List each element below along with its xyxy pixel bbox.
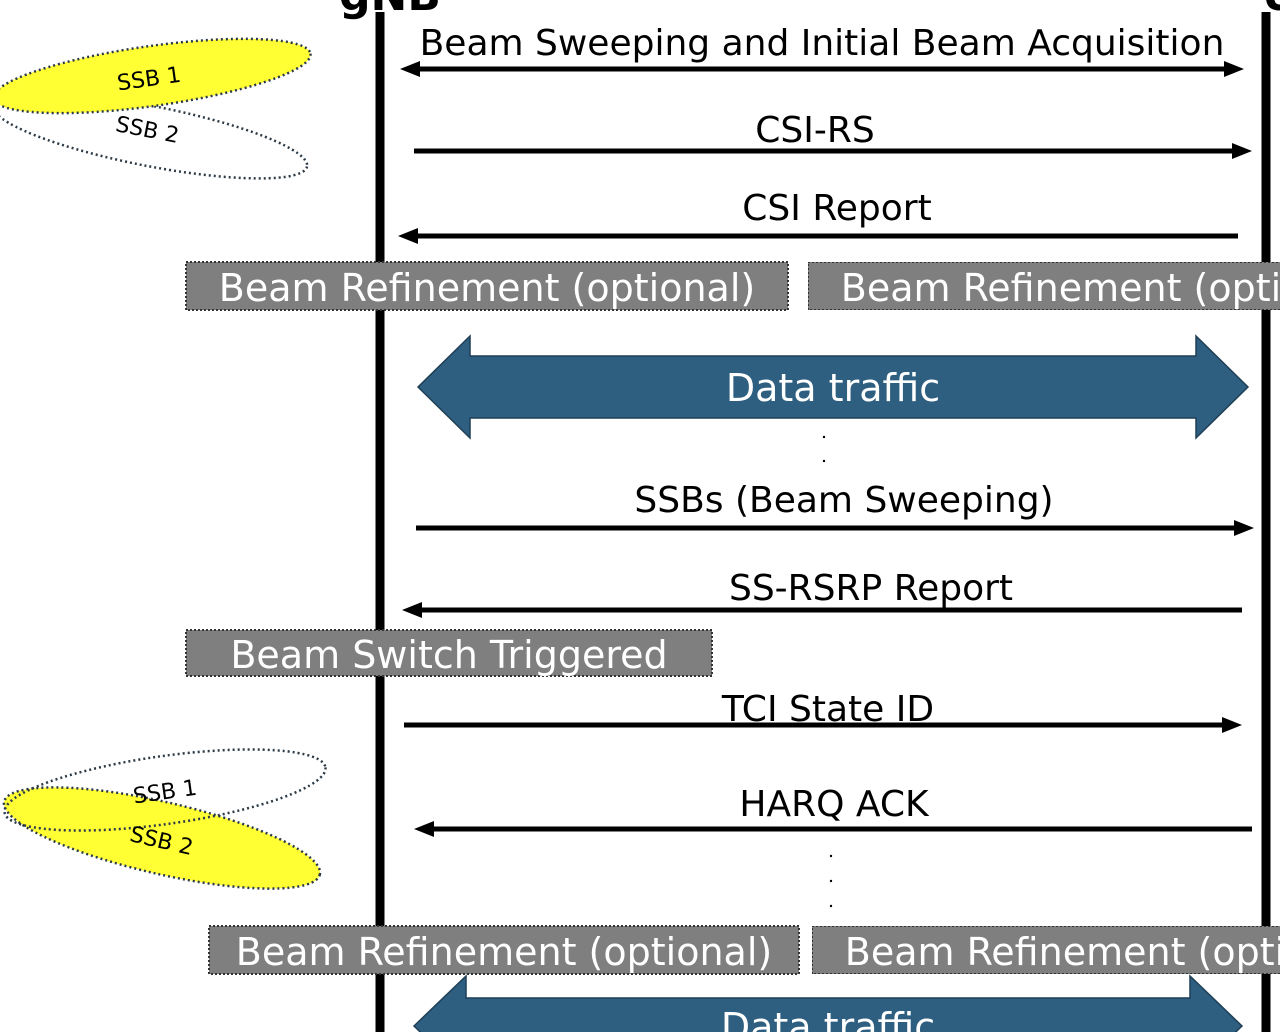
beam-refinement-label: Beam Refinement (optional) bbox=[845, 930, 1280, 974]
data-traffic-label: Data traffic bbox=[721, 1005, 935, 1032]
msg-csi-rs-arrow bbox=[414, 143, 1252, 159]
msg-ssbs-arrow bbox=[416, 520, 1254, 536]
ellipsis-dots bbox=[829, 854, 833, 908]
beam-refinement-box-ue: Beam Refinement (optional) bbox=[812, 926, 1280, 974]
beam-label-ssb1: SSB 1 bbox=[132, 776, 199, 810]
beam-refinement-box-gnb: Beam Refinement (optional) bbox=[185, 261, 789, 311]
beam-pair-top: SSB 1 SSB 2 bbox=[0, 37, 312, 180]
msg-ssrsrp-arrow bbox=[402, 602, 1242, 618]
msg-csi-report-arrow bbox=[398, 228, 1238, 244]
gnb-header: gNB bbox=[339, 0, 441, 21]
beam-refinement-label: Beam Refinement (optional) bbox=[236, 930, 772, 974]
msg-csi-report-label: CSI Report bbox=[742, 188, 931, 229]
data-traffic-label: Data traffic bbox=[726, 366, 940, 410]
msg-tci-arrow bbox=[404, 717, 1242, 733]
beam-refinement-label: Beam Refinement (optional) bbox=[219, 266, 755, 310]
ellipsis-dots bbox=[822, 435, 826, 463]
msg-csi-rs-label: CSI-RS bbox=[755, 110, 874, 151]
msg-harq-label: HARQ ACK bbox=[739, 784, 930, 825]
beam-refinement-box-ue: Beam Refinement (optional) bbox=[808, 262, 1280, 310]
msg-beam-sweeping-arrow bbox=[400, 61, 1244, 77]
msg-beam-sweeping-label: Beam Sweeping and Initial Beam Acquisiti… bbox=[420, 23, 1225, 64]
msg-harq-arrow bbox=[414, 821, 1252, 837]
beam-ssb1-inactive bbox=[3, 748, 327, 832]
beam-switch-label: Beam Switch Triggered bbox=[230, 633, 667, 677]
data-traffic-arrow: Data traffic bbox=[412, 974, 1244, 1032]
beam-switch-box: Beam Switch Triggered bbox=[185, 629, 713, 677]
beam-ssb1-active bbox=[0, 37, 312, 115]
msg-ssbs-label: SSBs (Beam Sweeping) bbox=[634, 480, 1053, 521]
beam-refinement-label: Beam Refinement (optional) bbox=[841, 266, 1280, 310]
data-traffic-arrow: Data traffic bbox=[416, 334, 1250, 440]
beam-refinement-box-gnb: Beam Refinement (optional) bbox=[208, 925, 800, 975]
beam-ssb2-active bbox=[2, 786, 322, 890]
beam-pair-bottom: SSB 1 SSB 2 bbox=[2, 748, 327, 890]
beam-label-ssb2: SSB 2 bbox=[113, 112, 181, 149]
msg-ssrsrp-label: SS-RSRP Report bbox=[729, 568, 1013, 609]
